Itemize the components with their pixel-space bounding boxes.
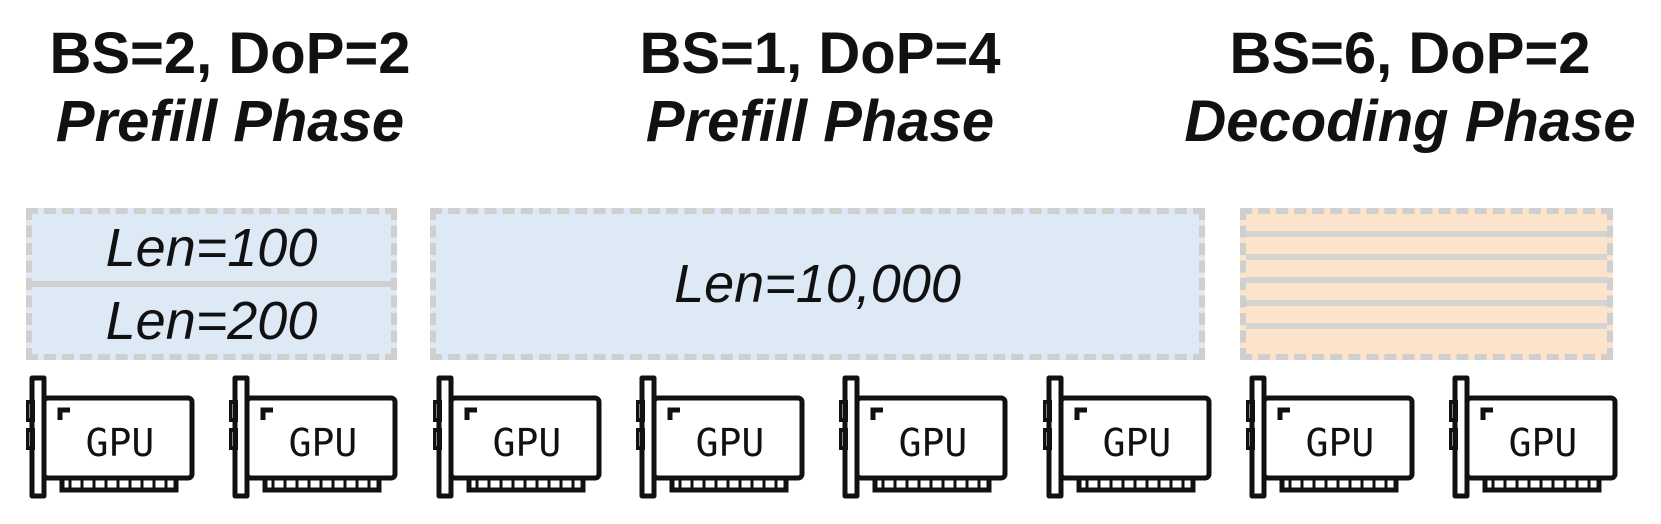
group-2-config: BS=1, DoP=4 bbox=[639, 21, 1001, 86]
gpu-icon: GPU bbox=[1246, 375, 1415, 499]
group-3-config: BS=6, DoP=2 bbox=[1229, 21, 1591, 86]
group-2-phase: Prefill Phase bbox=[645, 89, 995, 154]
gpu-label: GPU bbox=[1509, 421, 1578, 465]
gpu-icon: GPU bbox=[839, 375, 1008, 499]
decode-request-divider bbox=[1246, 300, 1607, 306]
decode-request-divider bbox=[1246, 277, 1607, 283]
group-3-title: BS=6, DoP=2 Decoding Phase bbox=[1160, 20, 1660, 156]
request-divider bbox=[32, 281, 391, 287]
request-len-100: Len=100 bbox=[105, 217, 318, 278]
gpu-label: GPU bbox=[493, 421, 562, 465]
group-2-batch-block: Len=10,000 bbox=[430, 208, 1205, 360]
gpu-icon: GPU bbox=[433, 375, 602, 499]
group-1-config: BS=2, DoP=2 bbox=[49, 21, 411, 86]
gpu-label: GPU bbox=[86, 421, 155, 465]
gpu-icon: GPU bbox=[1449, 375, 1618, 499]
group-2-title: BS=1, DoP=4 Prefill Phase bbox=[600, 20, 1040, 156]
gpu-icon: GPU bbox=[1043, 375, 1212, 499]
request-len-200: Len=200 bbox=[105, 290, 318, 351]
gpu-icon: GPU bbox=[26, 375, 195, 499]
group-3-phase: Decoding Phase bbox=[1184, 89, 1636, 154]
decode-request-divider bbox=[1246, 323, 1607, 329]
request-len-10000: Len=10,000 bbox=[674, 254, 961, 314]
group-1-title: BS=2, DoP=2 Prefill Phase bbox=[20, 20, 440, 156]
group-3-batch-block bbox=[1240, 208, 1613, 360]
gpu-icon: GPU bbox=[229, 375, 398, 499]
decode-request-divider bbox=[1246, 254, 1607, 260]
gpu-label: GPU bbox=[1103, 421, 1172, 465]
gpu-label: GPU bbox=[289, 421, 358, 465]
gpu-label: GPU bbox=[1306, 421, 1375, 465]
gpu-label: GPU bbox=[899, 421, 968, 465]
gpu-icon: GPU bbox=[636, 375, 805, 499]
group-1-phase: Prefill Phase bbox=[55, 89, 405, 154]
group-1-batch-block: Len=100 Len=200 bbox=[26, 208, 397, 360]
decode-request-divider bbox=[1246, 231, 1607, 237]
gpu-label: GPU bbox=[696, 421, 765, 465]
